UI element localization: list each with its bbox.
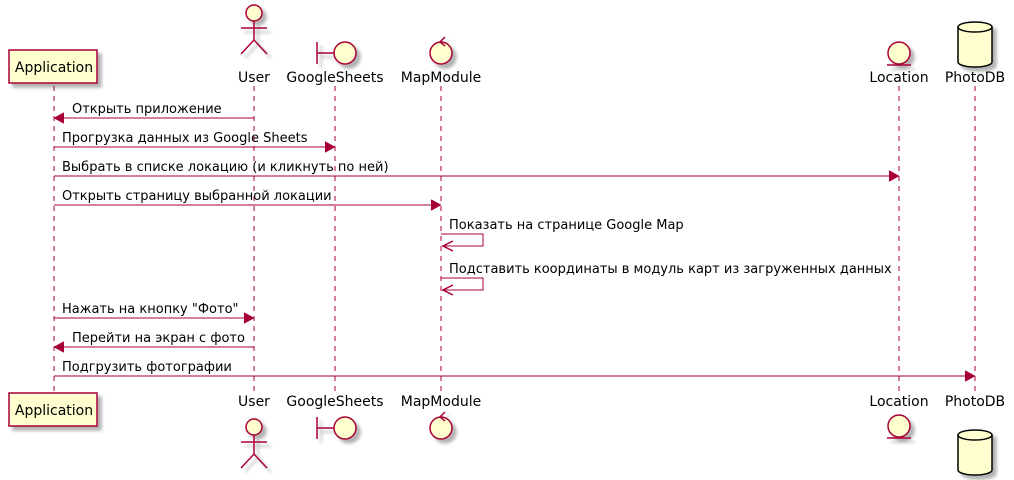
message-label: Прогрузка данных из Google Sheets [62,131,308,146]
database-rim [957,434,993,441]
boundary-icon [316,41,357,65]
control-icon [429,36,453,65]
message-label: Открыть приложение [72,102,222,117]
message-label: Нажать на кнопку "Фото" [62,302,239,317]
participant-box [8,49,98,84]
participant-label: User [238,394,270,410]
participant-app-bottom: Application [8,392,98,427]
boundary-icon [316,416,357,440]
actor-head [245,418,263,436]
participant-db-bottom: PhotoDB [945,394,1005,476]
message-6: Подставить координаты в модуль карт из з… [441,262,892,296]
participant-label: MapModule [401,70,481,86]
participant-label: User [238,70,270,86]
message-label: Перейти на экран с фото [72,331,245,346]
message-label: Подгрузить фотографии [62,360,232,375]
arrow-head [430,199,442,211]
boundary-bar [316,42,334,64]
message-1: Открыть приложение [53,102,254,124]
database-body [957,21,993,68]
database-icon [957,429,993,476]
boundary-circle [333,41,357,65]
actor-head [245,4,263,22]
participant-label: GoogleSheets [286,394,383,410]
message-label: Выбрать в списке локацию (и кликнуть по … [62,160,389,175]
database-rim [957,26,993,33]
actor-body [240,435,268,469]
participant-box [8,392,98,427]
participant-gs-top: GoogleSheets [286,41,384,86]
message-label: Подставить координаты в модуль карт из з… [449,262,892,277]
participant-map-bottom: MapModule [401,394,481,440]
entity-icon [887,41,911,66]
message-8: Перейти на экран с фото [53,331,254,353]
control-arrow [438,36,446,47]
participant-user-bottom: User [238,394,270,469]
entity-icon [887,414,911,439]
self-arrow-line [441,277,484,291]
participant-user-top: User [238,4,270,86]
participant-map-top: MapModule [401,36,481,86]
control-circle [429,416,453,440]
participant-label: PhotoDB [945,70,1005,86]
message-2: Прогрузка данных из Google Sheets [54,131,336,153]
arrow-head [324,141,336,153]
control-icon [429,411,453,440]
control-circle [429,41,453,65]
arrow-head [243,312,255,324]
participant-label: Application [15,403,93,419]
participant-loc-bottom: Location [869,394,929,439]
message-label: Показать на странице Google Map [449,218,684,233]
message-3: Выбрать в списке локацию (и кликнуть по … [54,160,900,182]
database-icon [957,21,993,68]
participant-label: Application [15,60,93,76]
message-label: Открыть страницу выбранной локации [62,189,332,204]
participant-label: Location [869,394,928,410]
participant-label: PhotoDB [945,394,1005,410]
self-arrow-line [441,233,484,247]
control-arrow [438,411,446,422]
arrow-head [441,240,454,252]
message-5: Показать на странице Google Map [441,218,684,252]
message-4: Открыть страницу выбранной локации [54,189,442,211]
actor-icon [240,418,268,469]
arrow-head [53,112,65,124]
arrow-head [441,284,454,296]
database-body [957,429,993,476]
boundary-circle [333,416,357,440]
boundary-bar [316,417,334,439]
actor-icon [240,4,268,55]
participant-app-top: Application [8,49,98,84]
entity-circle [887,414,911,438]
participant-label: Location [869,70,928,86]
participant-label: MapModule [401,394,481,410]
message-9: Подгрузить фотографии [54,360,976,382]
arrow-head [53,341,65,353]
participant-gs-bottom: GoogleSheets [286,394,384,440]
arrow-head [888,170,900,182]
arrow-head [964,370,976,382]
message-7: Нажать на кнопку "Фото" [54,302,255,324]
entity-circle [887,41,911,65]
participant-loc-top: Location [869,41,929,86]
participant-db-top: PhotoDB [945,21,1005,86]
actor-body [240,21,268,55]
participant-label: GoogleSheets [286,70,383,86]
